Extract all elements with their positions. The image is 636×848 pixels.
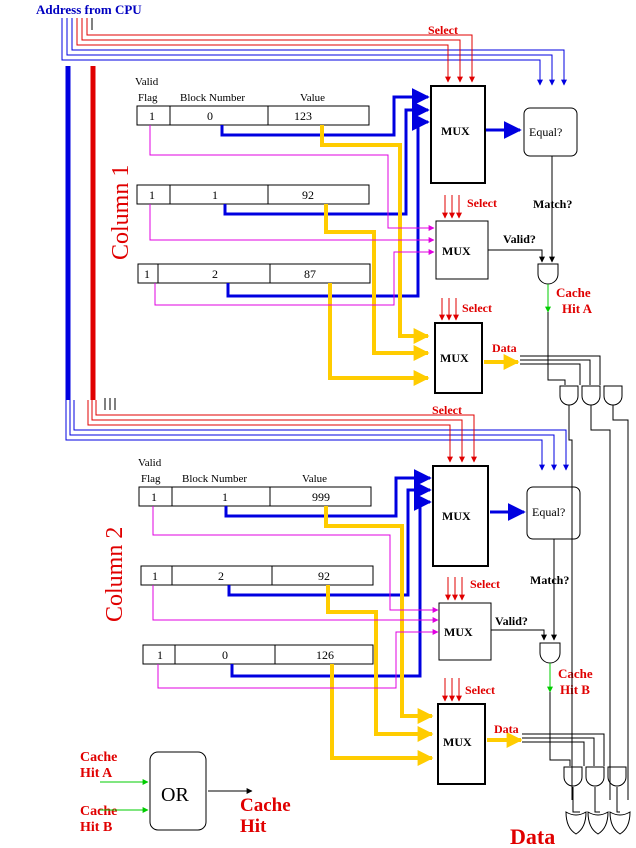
final-or-gates <box>565 811 631 835</box>
col2-block-wires <box>224 469 432 678</box>
col2-valid-q-label: Valid? <box>495 614 528 628</box>
or-gate-label: OR <box>161 784 189 806</box>
col2-block-mux-label: MUX <box>442 509 471 523</box>
col2-data-lines <box>522 692 605 766</box>
col1-select-arrows <box>439 195 462 321</box>
col2-value-wires <box>324 506 434 766</box>
col1-and-gate <box>537 263 559 285</box>
or-input-a-2: Hit A <box>80 766 113 781</box>
col1-block-mux-label: MUX <box>441 124 470 138</box>
col1-valid-header-2: Flag <box>138 92 158 104</box>
col2-valid-mux-label: MUX <box>444 625 473 639</box>
col1-row1-value: 92 <box>302 188 314 202</box>
col2-data-mux <box>437 703 486 785</box>
col2-row-1: 1 2 92 <box>140 565 374 586</box>
col1-equal-box <box>523 107 578 157</box>
address-fanout-top <box>61 18 567 86</box>
col1-select-valid: Select <box>467 196 497 210</box>
col2-equal-label: Equal? <box>532 505 565 519</box>
or-gate-box <box>149 751 207 831</box>
bus-ticks <box>104 398 116 410</box>
address-fanout-mid <box>65 400 569 471</box>
col1-hit-line2: Hit A <box>562 301 593 316</box>
col1-valid-wires <box>149 125 435 306</box>
col1-valid-header-1: Valid <box>135 76 159 88</box>
col2-valid-wires <box>152 506 439 689</box>
col2-select-valid: Select <box>470 577 500 591</box>
col1-block-mux <box>430 85 486 184</box>
col2-hit-line2: Hit B <box>560 682 590 697</box>
col2-row-2: 1 0 126 <box>142 644 374 665</box>
col2-block-mux <box>432 465 489 567</box>
cache-hit-1: Cache <box>240 795 291 816</box>
col1-row0-block: 0 <box>207 109 213 123</box>
col1-equal-label: Equal? <box>529 125 562 139</box>
col2-select-data: Select <box>465 683 495 697</box>
col2-value-header: Value <box>302 473 327 485</box>
col1-row-2: 1 2 87 <box>137 263 371 284</box>
col1-data-lines <box>520 312 601 385</box>
col2-row-0: 1 1 999 <box>138 486 372 507</box>
col1-valid-mux-label: MUX <box>442 244 471 258</box>
col1-value-wires <box>320 125 430 386</box>
col1-select-data: Select <box>462 301 492 315</box>
col1-row2-value: 87 <box>304 267 316 281</box>
col2-hit-line1: Cache <box>558 666 593 681</box>
col2-data-mux-label: MUX <box>443 735 472 749</box>
col1-valid-q-label: Valid? <box>503 232 536 246</box>
col2-valid-header-2: Flag <box>141 473 161 485</box>
col2-row2-value: 126 <box>316 648 334 662</box>
col1-row0-valid: 1 <box>149 109 155 123</box>
column1-title: Column 1 <box>108 165 134 260</box>
col1-block-header: Block Number <box>180 92 245 104</box>
col1-valid-out-wire <box>488 249 545 263</box>
col1-block-wires <box>220 88 430 298</box>
right-side-wires <box>568 405 629 813</box>
col2-and-gate <box>539 642 561 664</box>
col2-row1-valid: 1 <box>152 569 158 583</box>
col1-hit-line1: Cache <box>556 285 591 300</box>
column2-title: Column 2 <box>102 527 128 622</box>
col2-output-gates <box>563 766 627 787</box>
col2-row2-valid: 1 <box>157 648 163 662</box>
col2-valid-header-1: Valid <box>138 457 162 469</box>
col1-row0-value: 123 <box>294 109 312 123</box>
select-label-top: Select <box>428 23 458 37</box>
col1-row-0: 1 0 123 <box>136 105 370 126</box>
col2-valid-mux <box>438 602 492 661</box>
col1-row2-block: 2 <box>212 267 218 281</box>
cache-hit-2: Hit <box>240 816 267 837</box>
col1-data-label: Data <box>492 341 517 355</box>
address-label: Address from CPU <box>36 2 142 17</box>
or-input-a-1: Cache <box>80 750 117 765</box>
col1-data-mux-label: MUX <box>440 351 469 365</box>
final-data-label: Data <box>510 824 555 848</box>
col2-row0-block: 1 <box>222 490 228 504</box>
col2-row1-block: 2 <box>218 569 224 583</box>
col2-row0-value: 999 <box>312 490 330 504</box>
col2-select-arrows <box>442 577 465 702</box>
select-label-mid: Select <box>432 403 462 417</box>
or-input-b-1: Cache <box>80 804 117 819</box>
col1-row-1: 1 1 92 <box>136 184 370 205</box>
col1-output-gates <box>559 385 623 406</box>
col2-match-label: Match? <box>530 573 569 587</box>
col2-data-label: Data <box>494 722 519 736</box>
col1-value-header: Value <box>300 92 325 104</box>
col2-block-header: Block Number <box>182 473 247 485</box>
col2-row0-valid: 1 <box>151 490 157 504</box>
col1-row2-valid: 1 <box>144 267 150 281</box>
col2-row1-value: 92 <box>318 569 330 583</box>
col1-row1-block: 1 <box>212 188 218 202</box>
col1-data-mux <box>434 322 483 394</box>
col1-row1-valid: 1 <box>149 188 155 202</box>
col1-match-label: Match? <box>533 197 572 211</box>
col2-row2-block: 0 <box>222 648 228 662</box>
or-input-b-2: Hit B <box>80 820 112 835</box>
col2-valid-out-wire <box>491 629 547 641</box>
